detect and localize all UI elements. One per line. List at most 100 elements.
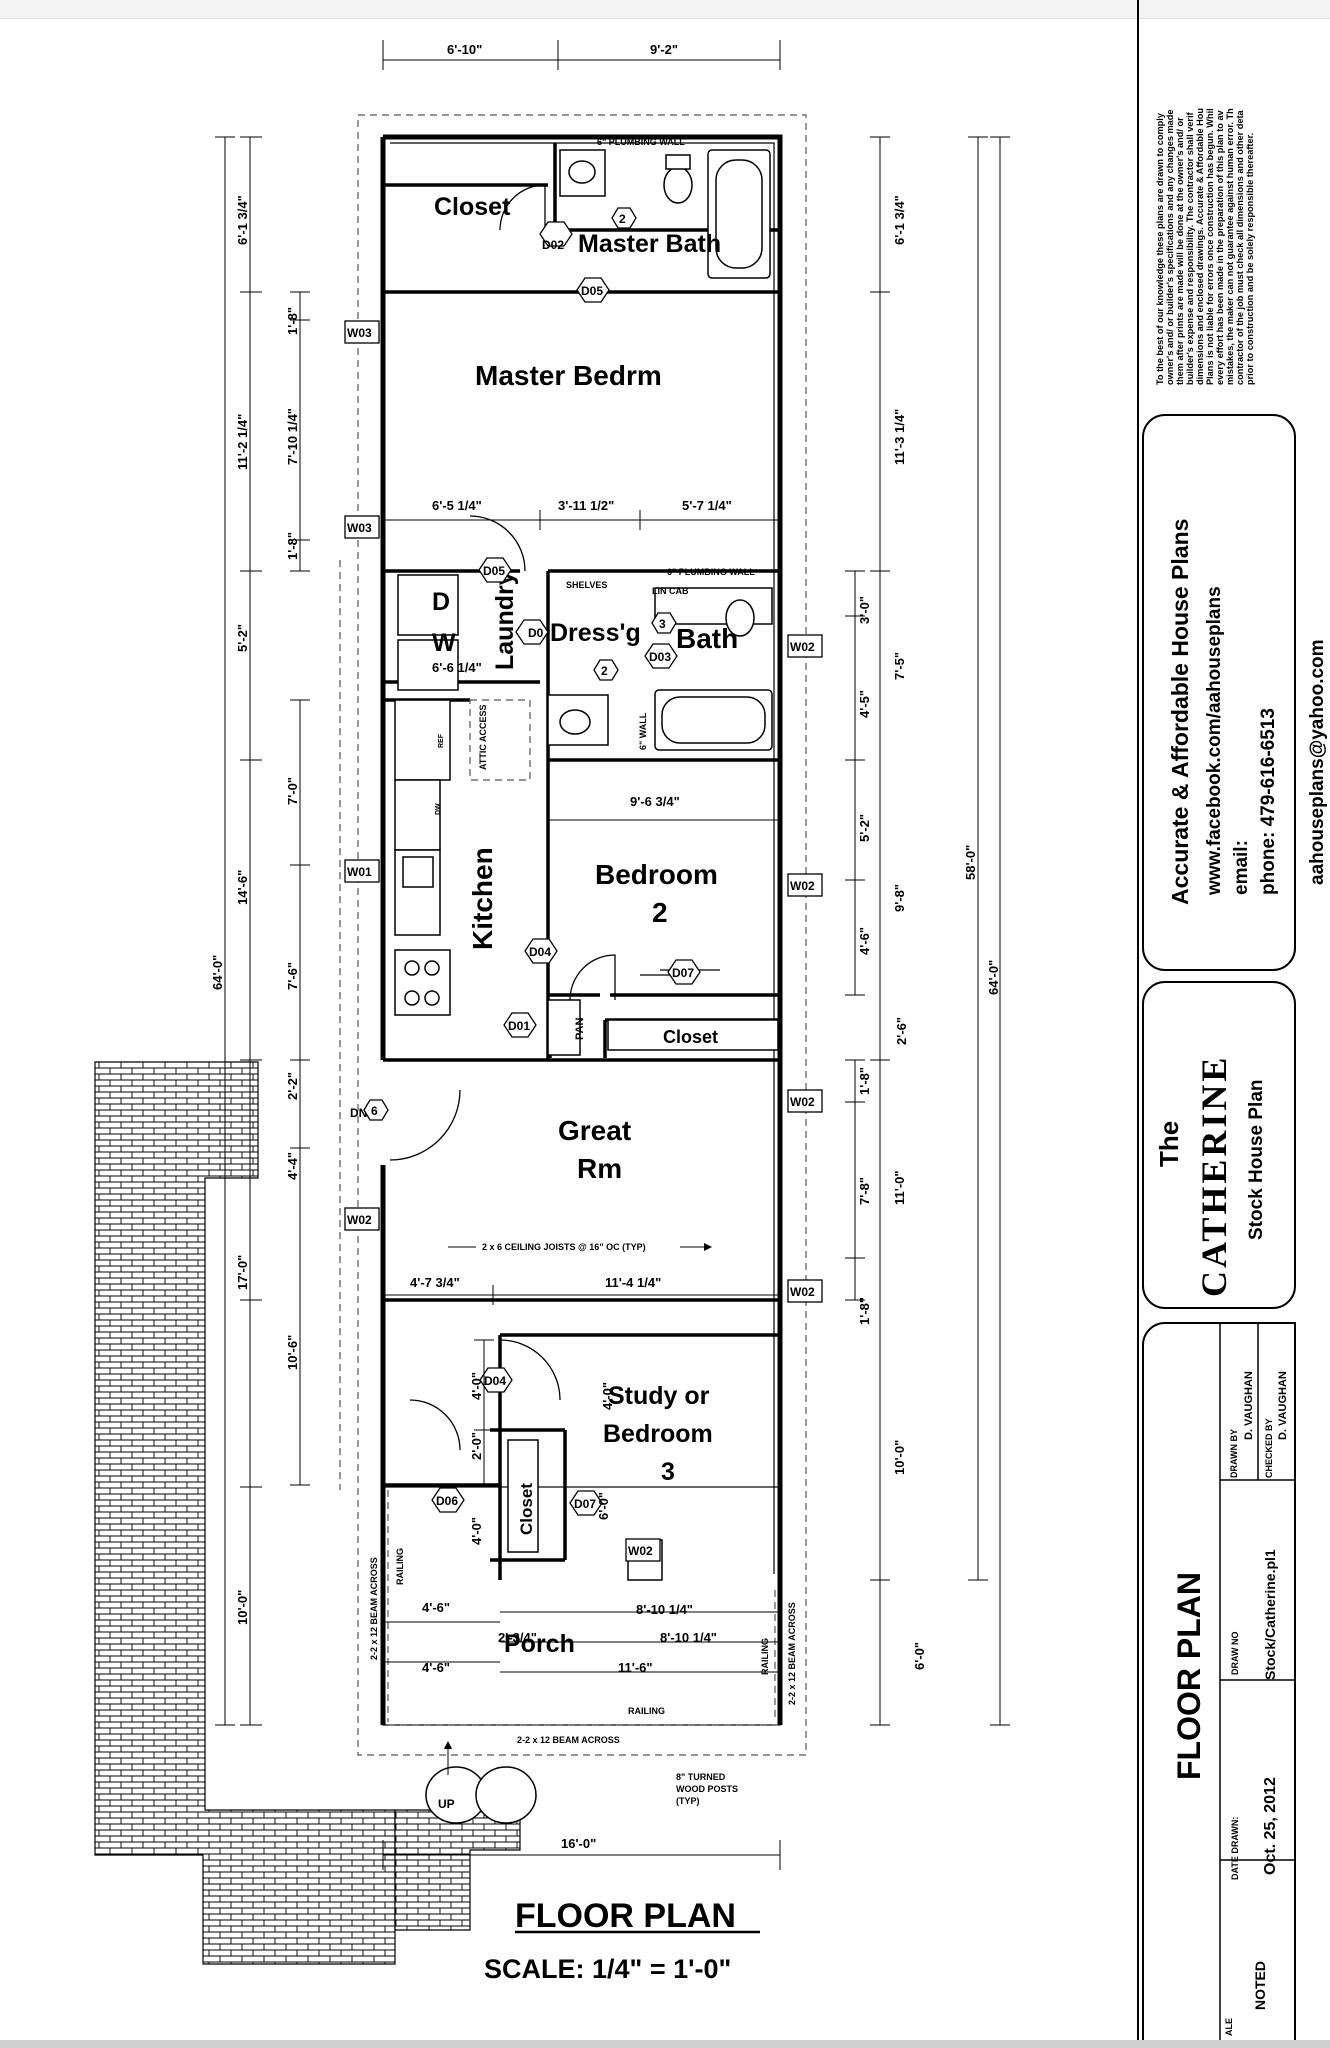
drawn-by: D. VAUGHAN (1243, 1371, 1255, 1440)
dim-closet-6-0: 6'-0" (596, 1492, 611, 1520)
dim-right-5-2: 5'-2" (857, 814, 872, 842)
drawn-by-label: DRAWN BY (1229, 1429, 1239, 1478)
plan-name: CATHERINE (1194, 1055, 1234, 1297)
tag-d02: D02 (542, 238, 564, 252)
disclaimer-line-6: Plans is not liable for errors once cons… (1205, 108, 1215, 385)
plan-the: The (1154, 1121, 1184, 1167)
company-phone: phone: 479-616-6513 (1258, 708, 1279, 895)
note-ref: REF (438, 733, 445, 748)
dim-8-10-14-b: 8'-10 1/4" (660, 1630, 717, 1645)
company-email-label: email: (1231, 840, 1252, 895)
dim-right-6-1-34: 6'-1 3/4" (892, 195, 907, 245)
dim-left-1-8-a: 1'-8" (285, 307, 300, 335)
brick-walkway-front (394, 1809, 521, 1931)
tag-d04-a: D04 (529, 945, 551, 959)
room-study-line1: Study or (608, 1382, 710, 1410)
dim-left-6-1-34: 6'-1 3/4" (235, 195, 250, 245)
dim-right-9-8: 9'-8" (892, 884, 907, 912)
dim-right-10-0: 10'-0" (892, 1440, 907, 1475)
dim-bottom-total: 16'-0" (561, 1836, 596, 1851)
dim-right-6-0: 6'-0" (912, 1642, 927, 1670)
note-plumbing-wall-top: 6" PLUMBING WALL (597, 137, 685, 147)
window-tags (344, 320, 823, 1562)
note-railing-bottom: RAILING (628, 1706, 665, 1716)
dim-right-3-0: 3'-0" (857, 596, 872, 624)
caption-title: FLOOR PLAN (515, 1897, 736, 1935)
viewer-scrollbar[interactable] (0, 2040, 1330, 2048)
note-railing-right: RAILING (760, 1638, 770, 1675)
disclaimer-line-4: builder's expense and responsibility. Th… (1185, 111, 1195, 385)
tag-d06: D06 (436, 1494, 458, 1508)
dim-2-3-4: 2'-3/4" (498, 1630, 537, 1645)
note-posts-line1: 8" TURNED (676, 1772, 726, 1782)
dim-inner-4-0-b: 4'-0" (469, 1517, 484, 1545)
interior-walls (383, 143, 780, 1580)
tag-number-2-b: 2 (601, 664, 608, 678)
tag-d0x: D0 (528, 626, 544, 640)
dim-right-1-8-a: 1'-8" (857, 1067, 872, 1095)
note-beam-right: 2-2 x 12 BEAM ACROSS (787, 1602, 797, 1705)
dim-4-7-34: 4'-7 3/4" (410, 1275, 460, 1290)
dim-right-64-0: 64'-0" (986, 960, 1001, 995)
draw-no: Stock/Catherine.pl1 (1262, 1549, 1278, 1680)
tag-w03-a: W03 (347, 326, 372, 340)
note-shelves: SHELVES (566, 580, 607, 590)
tag-number-3: 3 (659, 617, 666, 631)
tag-number-6: 6 (371, 1104, 378, 1118)
room-bedroom2-line2: 2 (652, 897, 668, 928)
dim-right-2-6: 2'-6" (894, 1017, 909, 1045)
note-stairs-down: DN (350, 1106, 367, 1120)
door-tags (363, 207, 701, 1516)
note-plumbing-wall-mid: 6" PLUMBING WALL (667, 567, 755, 577)
exterior-wall-inner-line (390, 142, 775, 1574)
dim-right-11-3-14: 11'-3 1/4" (892, 409, 907, 465)
dim-left-7-0: 7'-0" (285, 777, 300, 805)
note-beam-left: 2-2 x 12 BEAM ACROSS (369, 1557, 379, 1660)
tag-w03-b: W03 (347, 521, 372, 535)
checked-by-label: CHECKED BY (1264, 1418, 1274, 1478)
disclaimer-line-7: every effort has been made in the prepar… (1215, 109, 1225, 385)
note-attic-access: ATTIC ACCESS (478, 704, 488, 770)
dim-right-11-0: 11'-0" (892, 1170, 907, 1205)
disclaimer-line-3: them after prints are made will be done … (1175, 117, 1185, 385)
dim-left-7-10-14: 7'-10 1/4" (285, 408, 300, 465)
dim-right-4-6: 4'-6" (857, 927, 872, 955)
room-master-bath: Master Bath (578, 230, 721, 258)
room-closet-mid: Closet (663, 1027, 718, 1047)
room-great-line2: Rm (577, 1153, 622, 1184)
room-master-bedrm: Master Bedrm (475, 360, 662, 391)
dim-5-7-14: 5'-7 1/4" (682, 498, 732, 513)
tag-d05-b: D05 (483, 564, 505, 578)
plan-subtitle: Stock House Plan (1246, 1080, 1267, 1241)
note-6in-wall: 6" WALL (638, 712, 648, 750)
date-drawn: Oct. 25, 2012 (1262, 1777, 1279, 1875)
dim-left-10-6: 10'-6" (285, 1335, 300, 1370)
checked-by: D. VAUGHAN (1277, 1371, 1289, 1440)
dim-right-7-5: 7'-5" (892, 652, 907, 680)
note-railing-left: RAILING (395, 1548, 405, 1585)
brick-walkway (94, 1061, 396, 1965)
disclaimer-line-5: dimensions and enclosed drawings. Accura… (1195, 108, 1205, 385)
company-email: aahouseplans@yahoo.com (1307, 639, 1328, 885)
room-laundry: Laundry (491, 571, 519, 670)
tag-d07-b: D07 (574, 1497, 596, 1511)
note-posts-line3: (TYP) (676, 1796, 700, 1806)
tag-d01: D01 (508, 1019, 530, 1033)
disclaimer-line-10: prior to construction and be solely resp… (1245, 133, 1255, 385)
dim-left-5-2: 5'-2" (235, 624, 250, 652)
note-dw: DW (435, 803, 442, 815)
tag-w02-e: W02 (790, 1285, 815, 1299)
room-great-line1: Great (558, 1115, 631, 1146)
tag-w02-a: W02 (347, 1213, 372, 1227)
room-kitchen: Kitchen (467, 847, 498, 950)
note-lin-cab: LIN CAB (652, 586, 689, 596)
dim-right-1-8-b: 1'-8" (857, 1297, 872, 1325)
label-washer: W (432, 629, 456, 657)
dim-right-7-8: 7'-8" (857, 1177, 872, 1205)
tag-w01: W01 (347, 865, 372, 879)
dim-left-14-6: 14'-6" (235, 870, 250, 905)
draw-no-label: DRAW NO (1230, 1632, 1240, 1676)
tag-d03: D03 (649, 650, 671, 664)
dimension-lines (215, 40, 1010, 1870)
